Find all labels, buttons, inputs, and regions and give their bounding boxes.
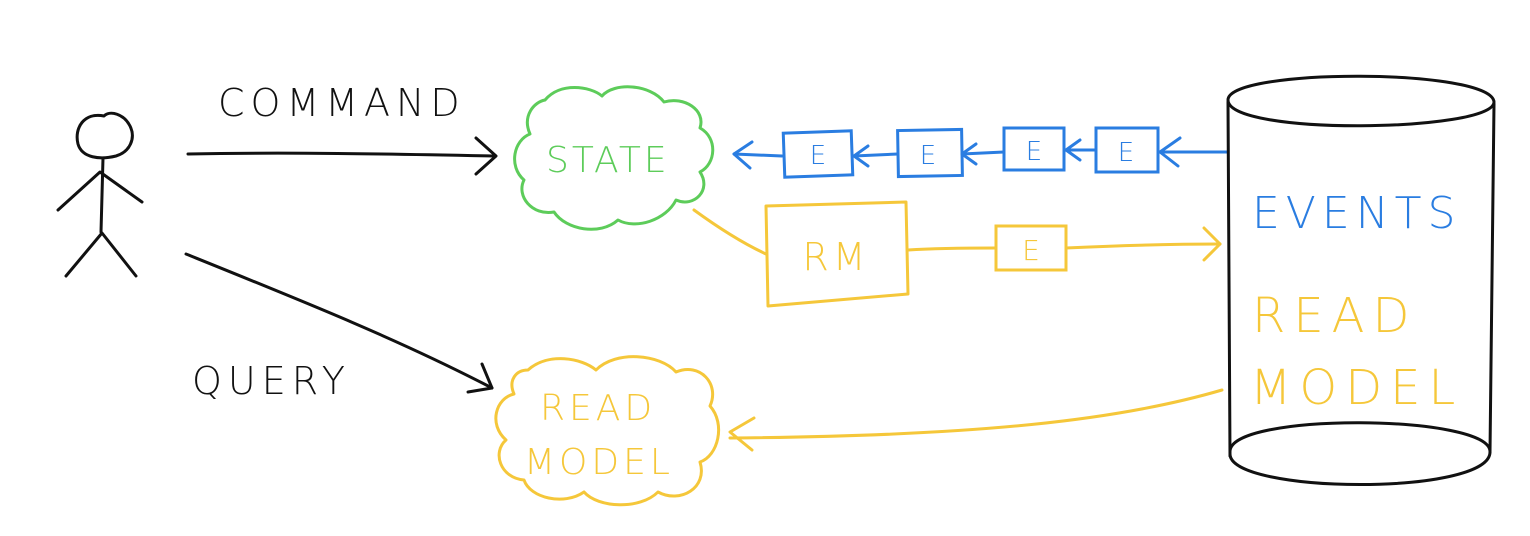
state-label: STATE xyxy=(546,140,670,181)
rm-to-event-connector xyxy=(906,246,998,252)
state-to-rm-connector xyxy=(692,208,768,256)
actor-body xyxy=(99,156,105,234)
event-label-2: E xyxy=(920,141,936,171)
event-store-cylinder: EVENTS READ MODEL xyxy=(1226,74,1496,486)
store-model-label: MODEL xyxy=(1250,360,1463,416)
rm-event-label: E xyxy=(1022,234,1040,267)
command-arrow xyxy=(186,136,498,176)
command-label: COMMAND xyxy=(218,81,466,125)
actor-arms xyxy=(56,170,144,212)
state-node: STATE xyxy=(513,85,715,231)
read-model-label-line2: MODEL xyxy=(524,442,674,483)
store-events-label: EVENTS xyxy=(1252,188,1461,239)
event-box-3: E xyxy=(1002,126,1066,172)
event-label-3: E xyxy=(1026,137,1042,167)
rm-event-box: E xyxy=(994,224,1068,272)
state-cloud xyxy=(513,85,715,231)
store-to-read-model-arrow xyxy=(728,388,1224,452)
event-box-4: E xyxy=(1094,126,1160,174)
read-model-build-path xyxy=(692,208,1222,262)
event-to-store-arrowhead xyxy=(1202,226,1222,262)
query-label: QUERY xyxy=(192,359,351,403)
event-box-1: E xyxy=(781,129,855,179)
event-label-1: E xyxy=(810,141,826,171)
event-chain: E E E E xyxy=(732,126,1230,179)
event-box-2: E xyxy=(896,127,964,179)
event-label-4: E xyxy=(1118,138,1134,168)
actor-legs xyxy=(64,231,138,278)
read-model-label-line1: READ xyxy=(540,388,656,429)
event-to-store-connector xyxy=(1064,242,1222,250)
read-model-cloud xyxy=(494,355,721,507)
query-arrow xyxy=(184,252,494,394)
rm-box: RM xyxy=(764,200,910,308)
event-chain-connectors xyxy=(732,136,1230,170)
read-model-node: READ MODEL xyxy=(494,355,721,507)
store-read-label: READ xyxy=(1252,288,1417,344)
actor-head xyxy=(75,111,134,160)
actor-stick-figure xyxy=(56,111,144,278)
rm-label: RM xyxy=(802,235,869,279)
